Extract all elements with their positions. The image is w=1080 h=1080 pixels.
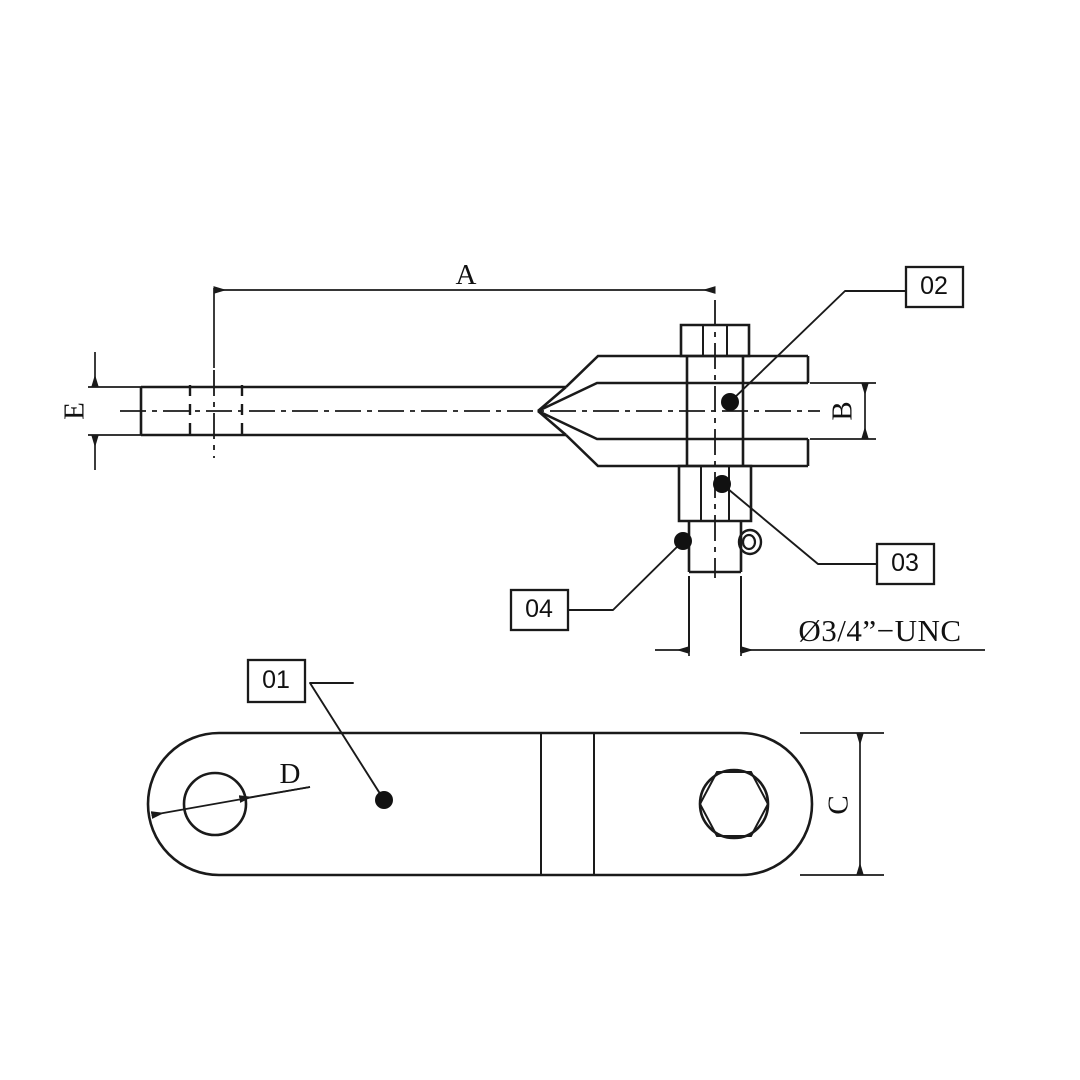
dimension-D: D xyxy=(150,758,311,819)
balloon-04-box[interactable] xyxy=(509,588,570,632)
balloon-01-dot xyxy=(375,791,393,809)
thread-callout: Ø3/4”−UNC xyxy=(655,578,985,656)
dimension-B: B xyxy=(810,382,876,440)
eye-hole-circle xyxy=(182,771,248,837)
bolt-shank-through-fork xyxy=(685,356,745,466)
balloon-04-dot xyxy=(674,532,692,550)
cotter-pin-ring xyxy=(737,528,763,556)
dimension-A: A xyxy=(213,259,716,368)
hex-nut-plan xyxy=(698,768,770,840)
thread-callout-label: Ø3/4”−UNC xyxy=(798,613,961,648)
balloon-02-dot xyxy=(721,393,739,411)
bolt-head xyxy=(679,323,751,358)
balloon-02[interactable]: 02 xyxy=(721,265,965,411)
dimension-A-label: A xyxy=(456,259,477,291)
balloon-02-label: 02 xyxy=(920,272,948,300)
dimension-E: E xyxy=(59,352,142,470)
balloon-03-dot xyxy=(713,475,731,493)
dimension-C-label: C xyxy=(823,795,855,814)
dimension-E-label: E xyxy=(59,402,91,420)
balloon-02-box[interactable] xyxy=(904,265,965,309)
balloon-04[interactable]: 04 xyxy=(509,532,692,632)
tongue-plate-outline xyxy=(146,731,814,877)
dimension-C: C xyxy=(800,732,884,876)
balloon-03-label: 03 xyxy=(891,549,919,577)
dimension-D-label: D xyxy=(280,758,301,790)
balloon-01-box[interactable] xyxy=(246,658,307,704)
balloon-04-label: 04 xyxy=(525,595,553,623)
plan-view: D C 01 xyxy=(146,658,884,877)
balloon-01-label: 01 xyxy=(262,666,290,694)
side-elevation-view: A E B xyxy=(59,259,985,656)
hex-nut xyxy=(677,464,753,523)
balloon-01[interactable]: 01 xyxy=(246,658,393,809)
balloon-03-box[interactable] xyxy=(875,542,936,586)
dimension-B-label: B xyxy=(827,401,859,420)
shaft-hidden-extension xyxy=(688,576,742,652)
balloon-03[interactable]: 03 xyxy=(713,475,936,586)
